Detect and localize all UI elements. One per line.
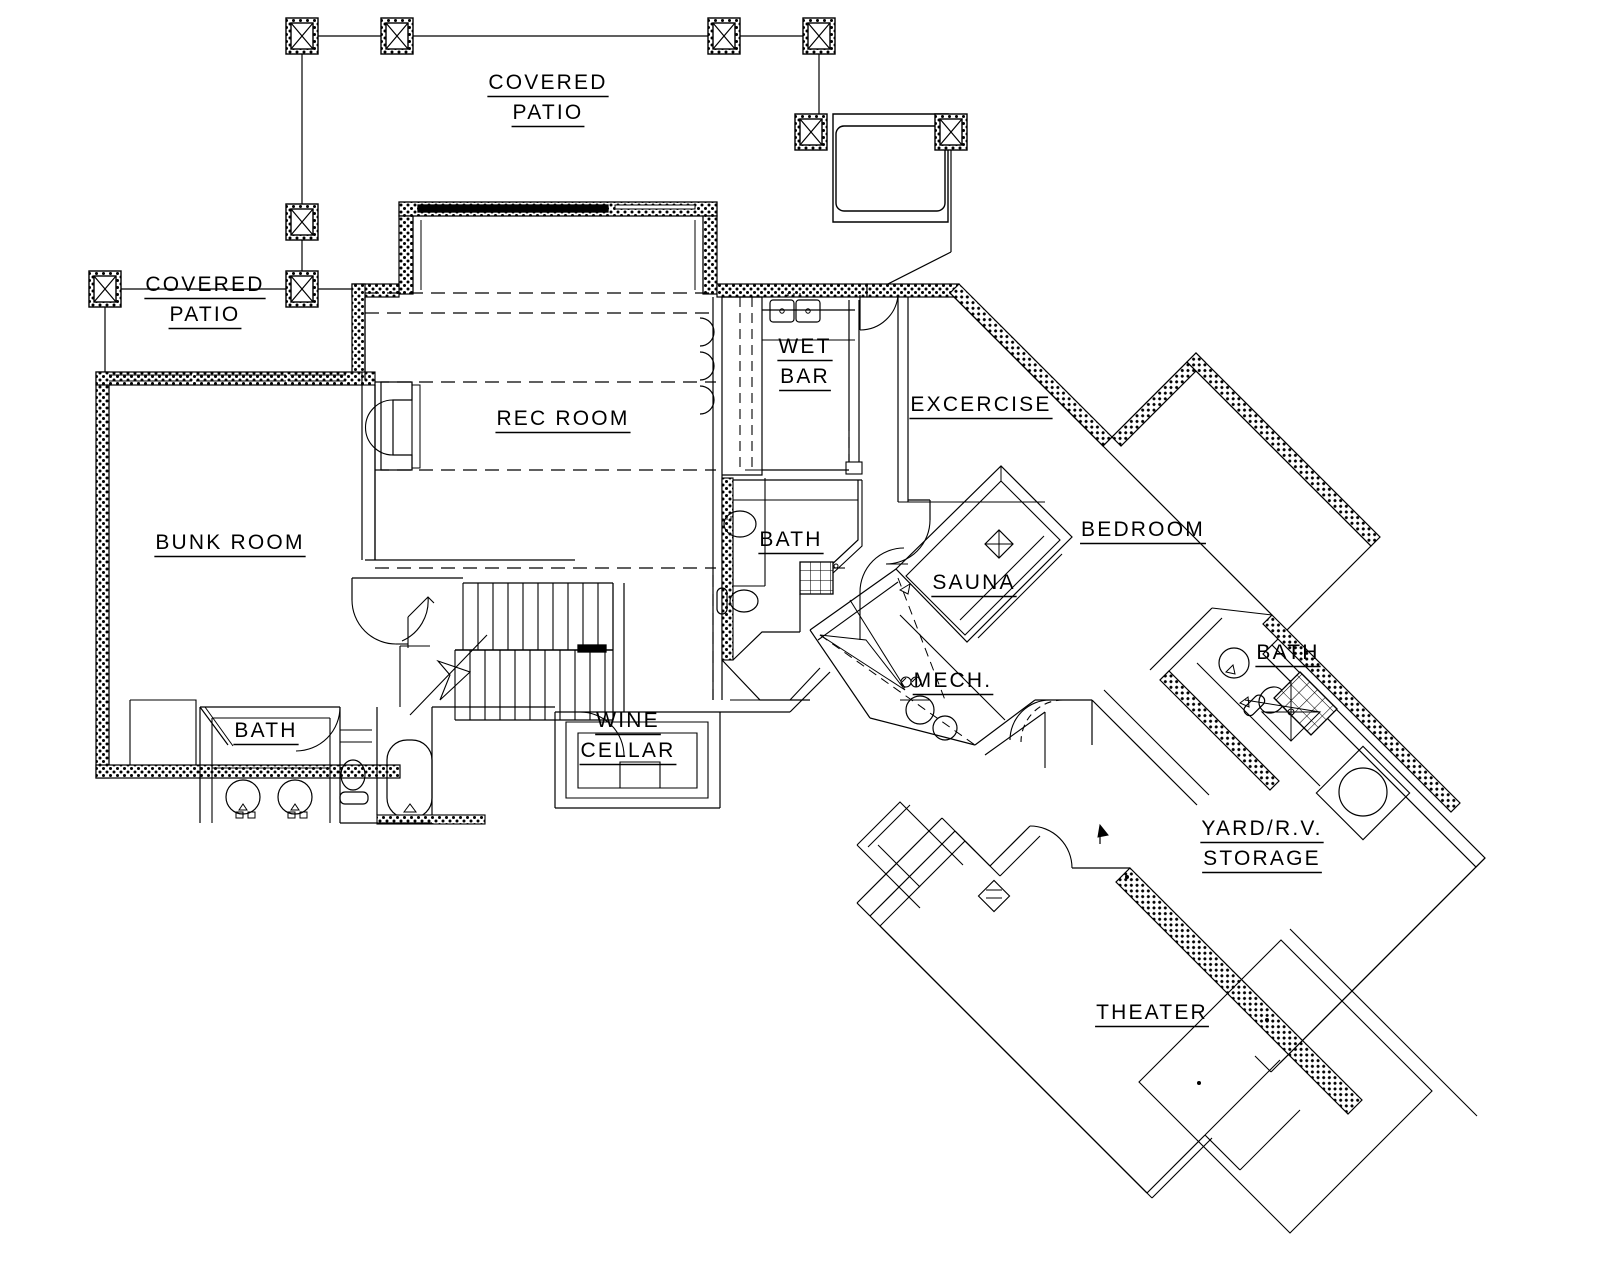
rec-room-ceiling-beams xyxy=(365,292,716,569)
post-column-icon xyxy=(285,203,319,241)
post-column-icon xyxy=(794,113,828,151)
room-label-mech: MECH. xyxy=(912,669,994,696)
room-label-text: BUNK ROOM xyxy=(155,531,304,554)
room-label-yard-rv-storage: YARD/R.V. STORAGE xyxy=(1200,817,1324,874)
room-label-theater: THEATER xyxy=(1095,1001,1209,1028)
room-labels: COVERED PATIO COVERED PATIO REC ROOM WET BAR EX… xyxy=(144,71,1324,1028)
rec-room-niche xyxy=(364,381,421,471)
stairs xyxy=(351,577,625,721)
room-label-bunk-room: BUNK ROOM xyxy=(154,531,306,558)
room-label-text: PATIO xyxy=(170,303,241,326)
room-label-text: BEDROOM xyxy=(1081,518,1205,541)
wine-cellar xyxy=(554,711,721,809)
room-label-text: SAUNA xyxy=(932,571,1015,594)
room-label-bedroom: BEDROOM xyxy=(1080,518,1206,545)
sauna-mech-cluster xyxy=(809,465,1092,768)
post-column-icon xyxy=(285,270,319,308)
room-label-text: WET xyxy=(778,335,831,358)
room-label-text: REC ROOM xyxy=(496,407,629,430)
post-column-icon xyxy=(88,270,122,308)
direction-marker xyxy=(1097,823,1109,844)
room-label-text: WINE xyxy=(596,709,660,732)
room-label-sauna: SAUNA xyxy=(931,571,1017,598)
lower-hall xyxy=(432,659,831,713)
post-column-icon xyxy=(802,17,836,55)
main-envelope-walls xyxy=(95,283,868,779)
rec-room-walls xyxy=(364,297,723,700)
room-label-text: BATH xyxy=(1256,641,1319,664)
door-swing-wetbar xyxy=(859,294,899,331)
room-label-bath-west: BATH xyxy=(233,719,299,746)
rec-room-north-bay xyxy=(398,201,718,295)
room-label-text: STORAGE xyxy=(1203,847,1321,870)
room-label-covered-patio-west: COVERED PATIO xyxy=(144,273,266,330)
room-label-bath-east: BATH xyxy=(1255,641,1321,668)
room-label-rec-room: REC ROOM xyxy=(495,407,631,434)
room-label-text: THEATER xyxy=(1096,1001,1208,1024)
room-label-text: COVERED xyxy=(488,71,607,94)
room-label-bath-center: BATH xyxy=(758,528,824,555)
bath-west xyxy=(199,706,486,825)
post-column-icon xyxy=(380,17,414,55)
room-label-text: BAR xyxy=(780,365,830,388)
southeast-wing xyxy=(856,607,1486,1234)
bath-center xyxy=(716,477,863,661)
room-label-excercise: EXCERCISE xyxy=(909,393,1053,420)
wet-bar-millwork xyxy=(699,293,863,476)
room-label-text: BATH xyxy=(759,528,822,551)
room-label-text: COVERED xyxy=(145,273,264,296)
room-label-text: CELLAR xyxy=(581,739,676,762)
room-label-text: PATIO xyxy=(513,101,584,124)
room-label-text: YARD/R.V. xyxy=(1201,817,1322,840)
room-label-text: MECH. xyxy=(914,669,993,692)
room-label-covered-patio-north: COVERED PATIO xyxy=(487,71,609,128)
hot-tub xyxy=(832,113,949,223)
exercise-room-walls xyxy=(885,499,931,565)
room-label-text: EXCERCISE xyxy=(910,393,1051,416)
post-column-icon xyxy=(285,17,319,55)
exterior-diagonal-walls xyxy=(866,283,1381,646)
post-column-icon xyxy=(934,113,968,151)
room-label-wine-cellar: WINE CELLAR xyxy=(579,709,677,766)
room-label-wet-bar: WET BAR xyxy=(777,335,833,392)
post-column-icon xyxy=(707,17,741,55)
room-label-text: BATH xyxy=(234,719,297,742)
